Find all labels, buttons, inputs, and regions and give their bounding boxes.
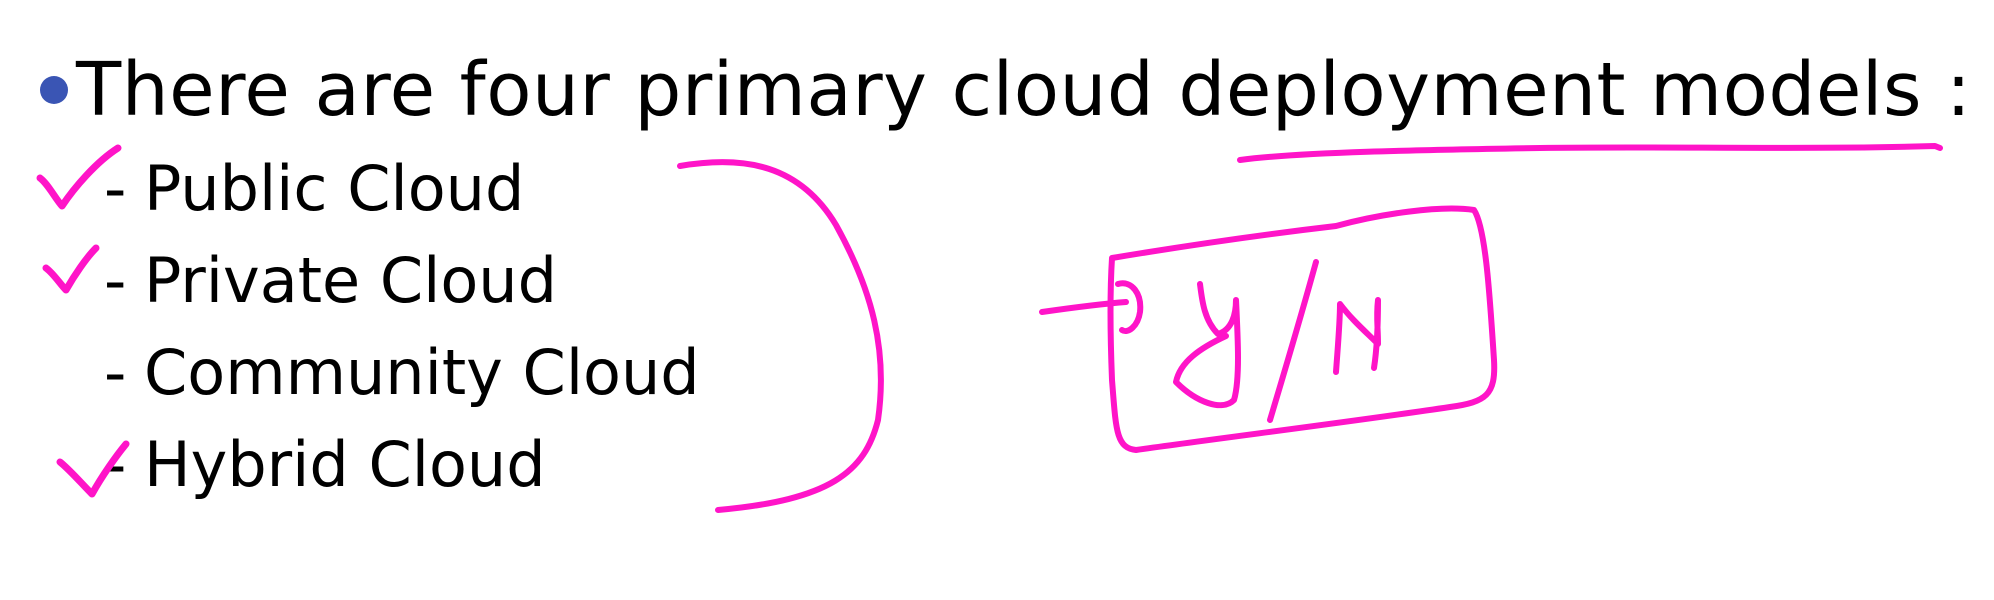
arrow-line (1039, 299, 1129, 315)
list-item-hybrid-cloud: - Hybrid Cloud (104, 424, 546, 506)
letter-n-stroke (1333, 297, 1381, 375)
list-item-public-cloud: - Public Cloud (104, 148, 524, 230)
letter-y-stroke (1173, 281, 1241, 409)
list-item-community-cloud: - Community Cloud (104, 332, 700, 414)
list-item-label: Hybrid Cloud (144, 428, 546, 501)
box-stroke (1107, 205, 1498, 453)
underline-stroke (1237, 143, 1943, 163)
list-item-label: Public Cloud (144, 152, 525, 225)
checkmark-icon (56, 440, 130, 498)
bracket-stroke (677, 159, 884, 513)
headline: There are four primary cloud deployment … (40, 40, 1971, 140)
list-item-label: Private Cloud (144, 244, 557, 317)
checkmark-icon (36, 144, 122, 210)
list-dash: - (104, 336, 127, 409)
list-dash: - (104, 152, 127, 225)
headline-text: There are four primary cloud deployment … (76, 47, 1972, 133)
bullet-dot-icon (40, 76, 68, 104)
list-item-private-cloud: - Private Cloud (104, 240, 557, 322)
list-dash: - (104, 244, 127, 317)
checkmark-icon (42, 244, 100, 294)
slash-stroke (1267, 259, 1319, 423)
letter-o-stroke (1115, 280, 1144, 334)
list-item-label: Community Cloud (144, 336, 700, 409)
